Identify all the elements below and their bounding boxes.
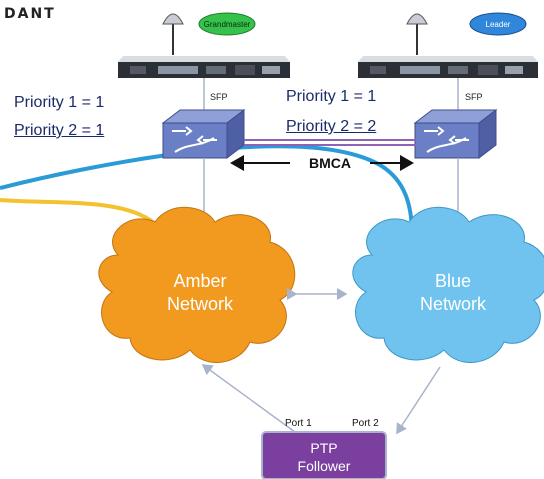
page-header: DANT bbox=[4, 6, 56, 22]
amber-network-label-line2: Network bbox=[167, 294, 234, 314]
left-switch-icon bbox=[161, 108, 246, 160]
left-priority2: Priority 2 = 1 bbox=[14, 122, 105, 139]
right-sfp-label: SFP bbox=[465, 92, 483, 102]
right-antenna-icon bbox=[406, 13, 428, 55]
ptp-follower-box bbox=[261, 431, 387, 479]
right-priority2: Priority 2 = 2 bbox=[286, 118, 377, 135]
ptp-follower-line2: Follower bbox=[297, 458, 351, 474]
blue-network-label-line1: Blue bbox=[435, 271, 471, 291]
follower-port1-label: Port 1 bbox=[285, 418, 312, 429]
leader-clock-unit bbox=[358, 56, 538, 78]
blue-link-curve bbox=[0, 144, 414, 236]
amber-network-cloud bbox=[98, 206, 296, 363]
left-antenna-icon bbox=[162, 13, 184, 55]
grandmaster-badge bbox=[198, 12, 256, 36]
amber-follower-link bbox=[201, 364, 296, 433]
blue-network-cloud bbox=[352, 206, 544, 363]
blue-follower-link bbox=[396, 366, 441, 435]
follower-port2-label: Port 2 bbox=[352, 418, 379, 429]
grandmaster-clock-unit bbox=[118, 56, 290, 78]
right-priority1: Priority 1 = 1 bbox=[286, 88, 377, 105]
amber-network-label-line1: Amber bbox=[173, 271, 226, 291]
blue-network-label-line2: Network bbox=[420, 294, 487, 314]
leader-badge bbox=[469, 12, 527, 36]
left-sfp-label: SFP bbox=[210, 92, 228, 102]
left-priority1: Priority 1 = 1 bbox=[14, 94, 105, 111]
right-switch-icon bbox=[413, 108, 498, 160]
leader-badge-text: Leader bbox=[486, 20, 511, 29]
bmca-label: BMCA bbox=[309, 155, 351, 171]
grandmaster-badge-text: Grandmaster bbox=[204, 20, 251, 29]
ptp-follower-line1: PTP bbox=[310, 440, 338, 456]
